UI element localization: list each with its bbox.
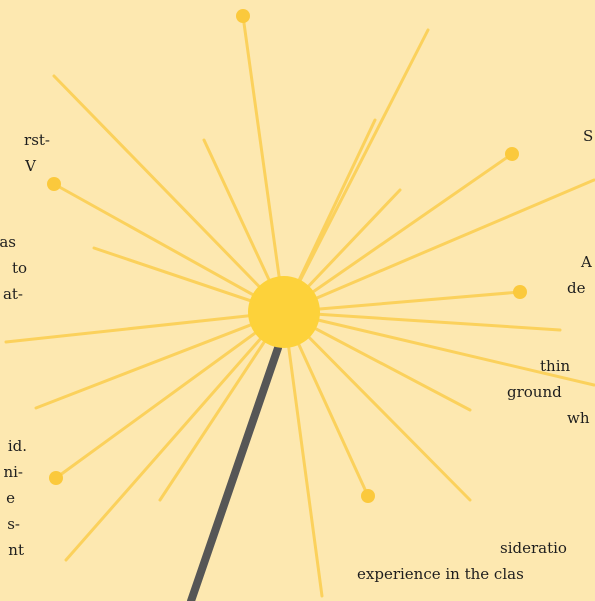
ray: [282, 310, 562, 332]
text-fragment: id.: [7, 437, 27, 455]
ray: [158, 310, 286, 502]
ray: [282, 290, 522, 314]
ray: [52, 182, 286, 314]
text-fragment: ground: [507, 383, 562, 401]
ray: [34, 310, 286, 410]
text-fragment: thin: [540, 357, 571, 375]
ray-dot: [236, 9, 250, 23]
ray: [282, 310, 595, 387]
text-fragment: experience in the clas: [357, 565, 524, 583]
text-fragment: V: [25, 157, 36, 175]
ray: [282, 28, 430, 314]
ray-dot: [513, 285, 527, 299]
ray: [54, 310, 286, 480]
text-fragment: A: [581, 253, 592, 271]
ray: [282, 310, 472, 502]
text-fragment: at-: [2, 285, 23, 303]
ray-dot: [361, 489, 375, 503]
ray: [241, 14, 286, 314]
text-fragment: e: [6, 489, 15, 507]
text-fragment: s-: [7, 515, 20, 533]
text-fragment: to: [11, 259, 27, 277]
text-fragment: wh: [567, 409, 590, 427]
text-fragment: as: [0, 233, 16, 251]
ray: [282, 310, 324, 598]
ray-dot: [505, 147, 519, 161]
ray: [282, 178, 595, 314]
ray-dot: [47, 177, 61, 191]
text-fragment: ni-: [3, 463, 23, 481]
ray-dot: [49, 471, 63, 485]
ray: [52, 74, 286, 314]
ray: [282, 152, 514, 314]
text-fragment: rst-: [24, 131, 50, 149]
text-fragment: sideratio: [500, 539, 567, 557]
text-fragment: de: [567, 279, 586, 297]
text-fragment: S: [583, 127, 594, 145]
ray: [4, 310, 286, 344]
text-fragment: nt: [8, 541, 24, 559]
hub: [248, 276, 320, 348]
ray: [64, 310, 286, 562]
stem: [187, 344, 282, 601]
